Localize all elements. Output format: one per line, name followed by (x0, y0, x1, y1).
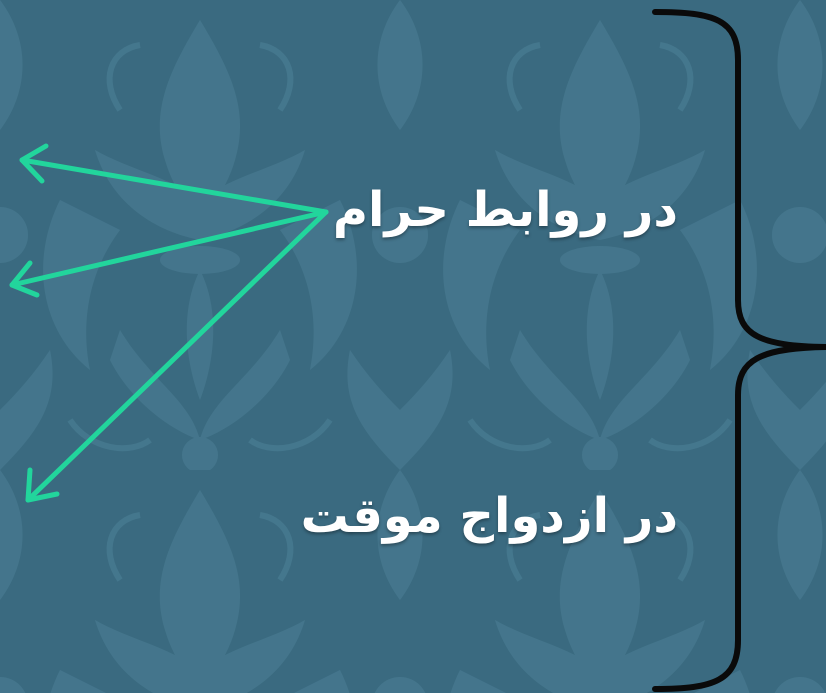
arrow-up-left (22, 146, 326, 212)
arrow-left (12, 212, 326, 295)
curly-brace (655, 12, 826, 689)
arrow-down-left (28, 212, 326, 500)
label-forbidden-relations: در روابط حرام (333, 186, 678, 234)
label-temporary-marriage: در ازدواج موقت (301, 492, 678, 540)
